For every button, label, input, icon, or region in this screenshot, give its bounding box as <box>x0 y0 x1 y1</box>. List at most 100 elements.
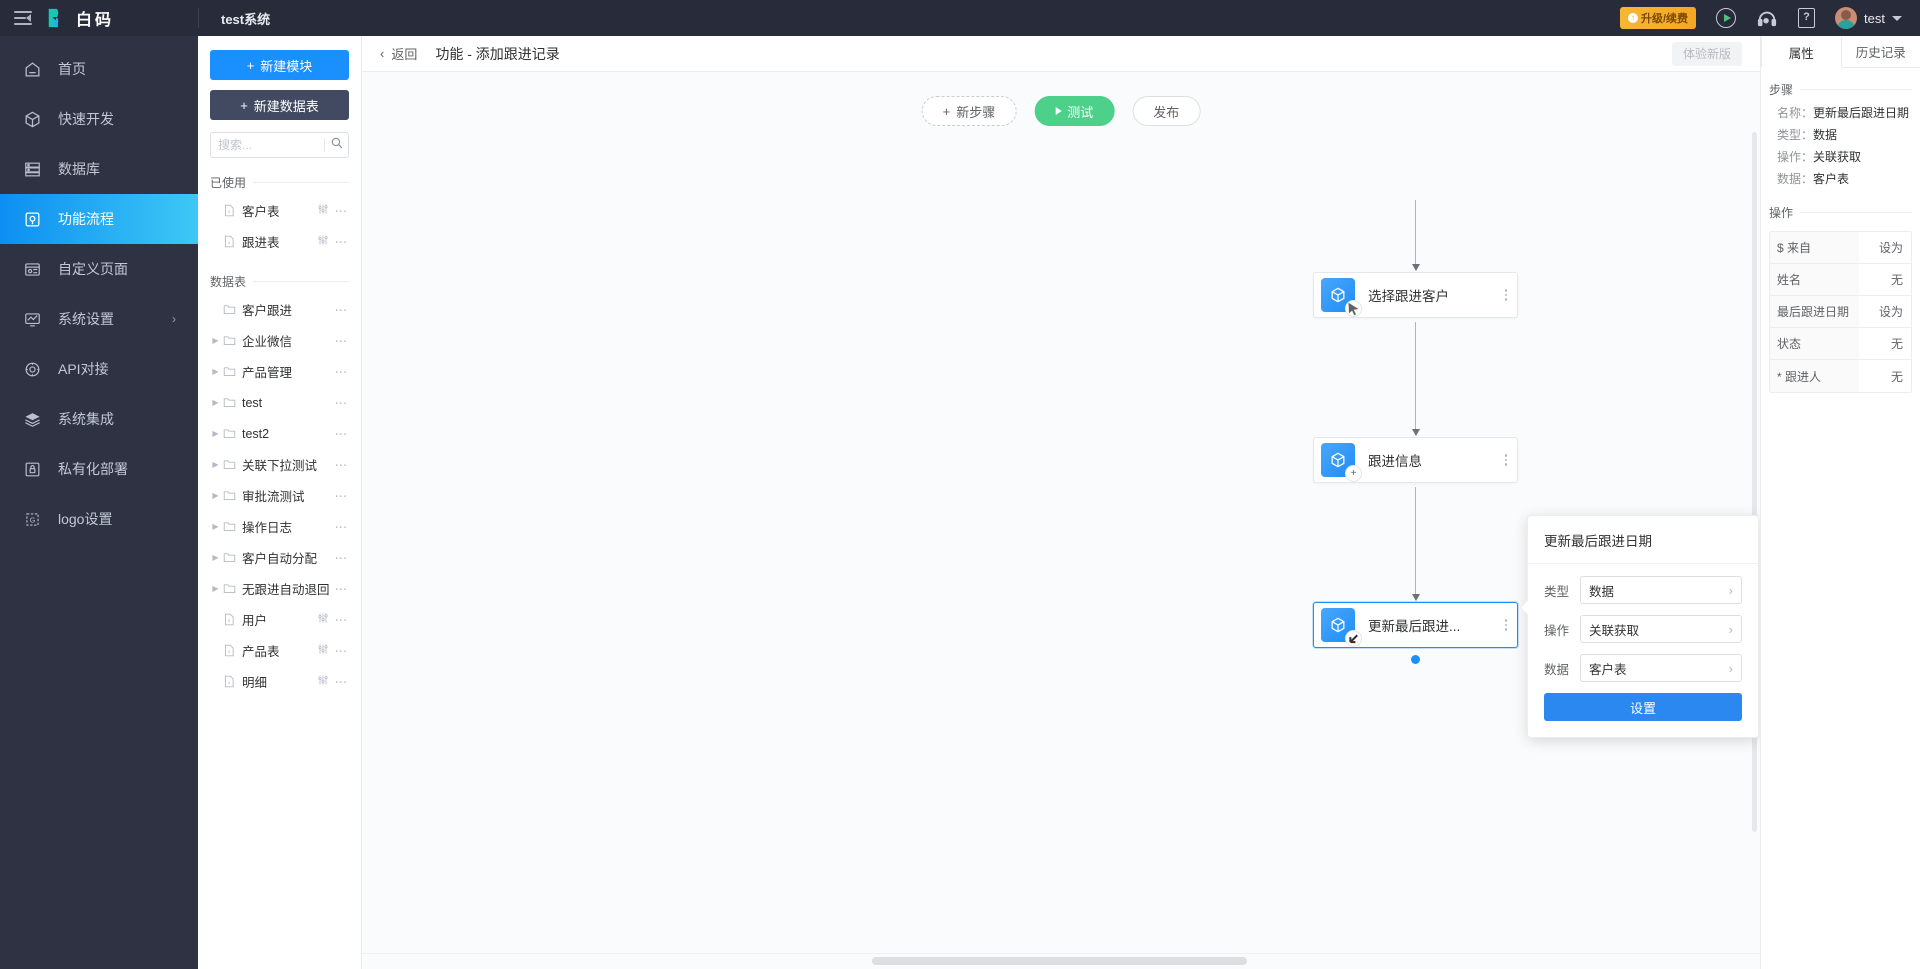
more-icon[interactable]: ⋯ <box>334 334 348 348</box>
chevron-right-icon[interactable]: ▶ <box>212 398 219 407</box>
chevron-right-icon[interactable]: ▶ <box>212 367 219 376</box>
tab-history[interactable]: 历史记录 <box>1855 46 1906 60</box>
operation-select[interactable]: 关联获取 › <box>1580 615 1742 643</box>
vertical-scrollbar[interactable] <box>1752 132 1757 832</box>
upgrade-button[interactable]: ↑ 升级/续费 <box>1619 7 1697 29</box>
filter-icon[interactable] <box>317 643 329 658</box>
more-icon[interactable]: ⋯ <box>334 396 348 410</box>
data-select[interactable]: 客户表 › <box>1580 654 1742 682</box>
horizontal-scrollbar-track[interactable] <box>362 953 1760 969</box>
node-more-icon[interactable] <box>1495 619 1517 631</box>
tree-item[interactable]: ▶test⋯ <box>210 387 349 418</box>
row-value[interactable]: 无 <box>1890 273 1903 287</box>
settings-confirm-button[interactable]: 设置 <box>1544 693 1742 721</box>
publish-button[interactable]: 发布 <box>1132 96 1201 126</box>
tree-item[interactable]: ▶test2⋯ <box>210 418 349 449</box>
chevron-right-icon[interactable]: ▶ <box>212 429 219 438</box>
search-icon[interactable] <box>330 136 344 155</box>
tree-item[interactable]: ▶客户自动分配⋯ <box>210 542 349 573</box>
sidebar-item-flow[interactable]: 功能流程 <box>0 194 198 244</box>
more-icon[interactable]: ⋯ <box>334 303 348 317</box>
filter-icon[interactable] <box>317 234 329 249</box>
row-value[interactable]: 无 <box>1890 369 1903 384</box>
folder-icon <box>221 551 237 564</box>
headset-icon[interactable] <box>1756 8 1778 28</box>
more-icon[interactable]: ⋯ <box>334 582 348 596</box>
flow-canvas[interactable]: + 新步骤 测试 发布 <box>362 72 1760 969</box>
new-module-button[interactable]: + 新建模块 <box>210 50 349 80</box>
sidebar-item-home[interactable]: 首页 <box>0 44 198 94</box>
new-table-button[interactable]: + 新建数据表 <box>210 90 349 120</box>
api-icon <box>22 359 42 379</box>
help-icon[interactable]: ? <box>1798 8 1816 28</box>
brand-logo[interactable]: 白码 <box>46 6 114 30</box>
arrow-icon <box>1411 429 1420 436</box>
test-button[interactable]: 测试 <box>1034 96 1115 126</box>
flow-node[interactable]: 选择跟进客户 <box>1313 272 1518 318</box>
row-value[interactable]: 无 <box>1890 337 1903 351</box>
more-icon[interactable]: ⋯ <box>334 551 348 565</box>
flow-node-selected[interactable]: 更新最后跟进... <box>1313 602 1518 648</box>
video-play-icon[interactable] <box>1716 8 1737 28</box>
sidebar-item-custom-page[interactable]: 自定义页面 <box>0 244 198 294</box>
filter-icon[interactable] <box>317 674 329 689</box>
tab-properties[interactable]: 属性 <box>1761 37 1842 68</box>
tree-item[interactable]: 客户跟进⋯ <box>210 294 349 325</box>
tree-item[interactable]: ▶审批流测试⋯ <box>210 480 349 511</box>
chevron-right-icon[interactable]: ▶ <box>212 491 219 500</box>
menu-collapse-icon[interactable] <box>14 11 32 25</box>
tree-item[interactable]: ▶企业微信⋯ <box>210 325 349 356</box>
node-more-icon[interactable] <box>1495 289 1517 301</box>
chevron-right-icon[interactable]: ▶ <box>212 460 219 469</box>
more-icon[interactable]: ⋯ <box>334 458 348 472</box>
new-step-button[interactable]: + 新步骤 <box>921 96 1017 126</box>
more-icon[interactable]: ⋯ <box>334 644 348 658</box>
sidebar-item-logo-settings[interactable]: G logo设置 <box>0 494 198 544</box>
user-menu[interactable]: test <box>1835 7 1902 29</box>
sidebar-item-database[interactable]: 数据库 <box>0 144 198 194</box>
flow-node[interactable]: + 跟进信息 <box>1313 437 1518 483</box>
field-value: 关联获取 <box>1813 150 1862 164</box>
sidebar-item-api[interactable]: API对接 <box>0 344 198 394</box>
search-box[interactable] <box>210 132 349 158</box>
more-icon[interactable]: ⋯ <box>334 365 348 379</box>
chevron-right-icon[interactable]: ▶ <box>212 553 219 562</box>
row-value[interactable]: 设为 <box>1878 305 1903 319</box>
edge-1-2 <box>1411 322 1420 436</box>
more-icon[interactable]: ⋯ <box>334 204 348 218</box>
chevron-right-icon[interactable]: ▶ <box>212 522 219 531</box>
sidebar-item-private-deploy[interactable]: 私有化部署 <box>0 444 198 494</box>
chevron-right-icon[interactable]: ▶ <box>212 336 219 345</box>
search-input[interactable] <box>218 138 319 152</box>
back-button[interactable]: ‹ 返回 <box>380 44 417 63</box>
node-output-port[interactable] <box>1411 655 1420 664</box>
more-icon[interactable]: ⋯ <box>334 235 348 249</box>
filter-icon[interactable] <box>317 203 329 218</box>
tree-item[interactable]: ▶操作日志⋯ <box>210 511 349 542</box>
new-version-button[interactable]: 体验新版 <box>1671 41 1742 66</box>
horizontal-scrollbar-thumb[interactable] <box>872 957 1247 965</box>
more-icon[interactable]: ⋯ <box>334 427 348 441</box>
tree-item[interactable]: ▶无跟进自动退回⋯ <box>210 573 349 604</box>
row-label: 类型 <box>1544 584 1570 599</box>
more-icon[interactable]: ⋯ <box>334 675 348 689</box>
folder-icon <box>221 489 237 502</box>
sidebar-item-system-settings[interactable]: 系统设置 › <box>0 294 198 344</box>
tree-item[interactable]: ▶关联下拉测试⋯ <box>210 449 349 480</box>
sidebar-item-integration[interactable]: 系统集成 <box>0 394 198 444</box>
list-item[interactable]: x 客户表 ⋯ <box>210 195 349 226</box>
type-select[interactable]: 数据 › <box>1580 576 1742 604</box>
sidebar-item-quick-dev[interactable]: 快速开发 <box>0 94 198 144</box>
filter-icon[interactable] <box>317 612 329 627</box>
row-value[interactable]: 设为 <box>1878 241 1903 255</box>
more-icon[interactable]: ⋯ <box>334 489 348 503</box>
more-icon[interactable]: ⋯ <box>334 613 348 627</box>
more-icon[interactable]: ⋯ <box>334 520 348 534</box>
tree-item[interactable]: ▶产品管理⋯ <box>210 356 349 387</box>
chevron-right-icon[interactable]: ▶ <box>212 584 219 593</box>
list-item[interactable]: x 跟进表 ⋯ <box>210 226 349 257</box>
node-more-icon[interactable] <box>1495 454 1517 466</box>
